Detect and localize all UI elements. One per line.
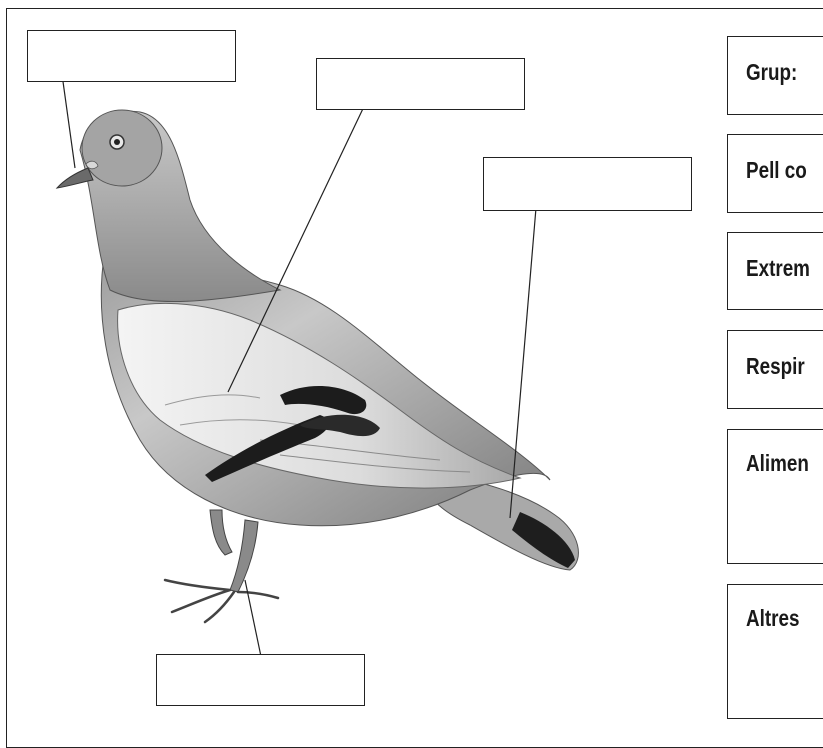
- info-box-other[interactable]: Altres: [727, 584, 823, 719]
- pigeon-tail-band: [512, 512, 575, 568]
- label-box-foot[interactable]: [156, 654, 365, 706]
- pigeon-head: [81, 109, 163, 187]
- info-box-skin[interactable]: Pell co: [727, 134, 823, 213]
- info-label-feeding: Alimen: [746, 450, 809, 476]
- label-box-beak[interactable]: [27, 30, 236, 82]
- pigeon-wing-bar-3: [300, 414, 380, 437]
- pigeon-leg-front: [229, 519, 259, 593]
- info-box-group[interactable]: Grup:: [727, 36, 823, 115]
- pigeon-foot: [163, 578, 280, 624]
- pigeon-leg-back: [209, 509, 233, 556]
- label-box-wing[interactable]: [316, 58, 525, 110]
- info-label-skin: Pell co: [746, 157, 807, 183]
- info-box-limbs[interactable]: Extrem: [727, 232, 823, 310]
- info-label-other: Altres: [746, 605, 800, 631]
- info-label-limbs: Extrem: [746, 255, 810, 281]
- info-label-respiration: Respir: [746, 353, 805, 379]
- pointer-line-wing: [227, 95, 370, 393]
- pointer-line-tail: [509, 195, 538, 519]
- pigeon-wing-bar-2: [280, 385, 367, 415]
- pigeon-wing-bar-1: [205, 415, 330, 482]
- pigeon-beak: [55, 167, 94, 189]
- info-label-group: Grup:: [746, 59, 798, 85]
- label-box-tail[interactable]: [483, 157, 692, 211]
- info-box-feeding[interactable]: Alimen: [727, 429, 823, 564]
- info-box-respiration[interactable]: Respir: [727, 330, 823, 409]
